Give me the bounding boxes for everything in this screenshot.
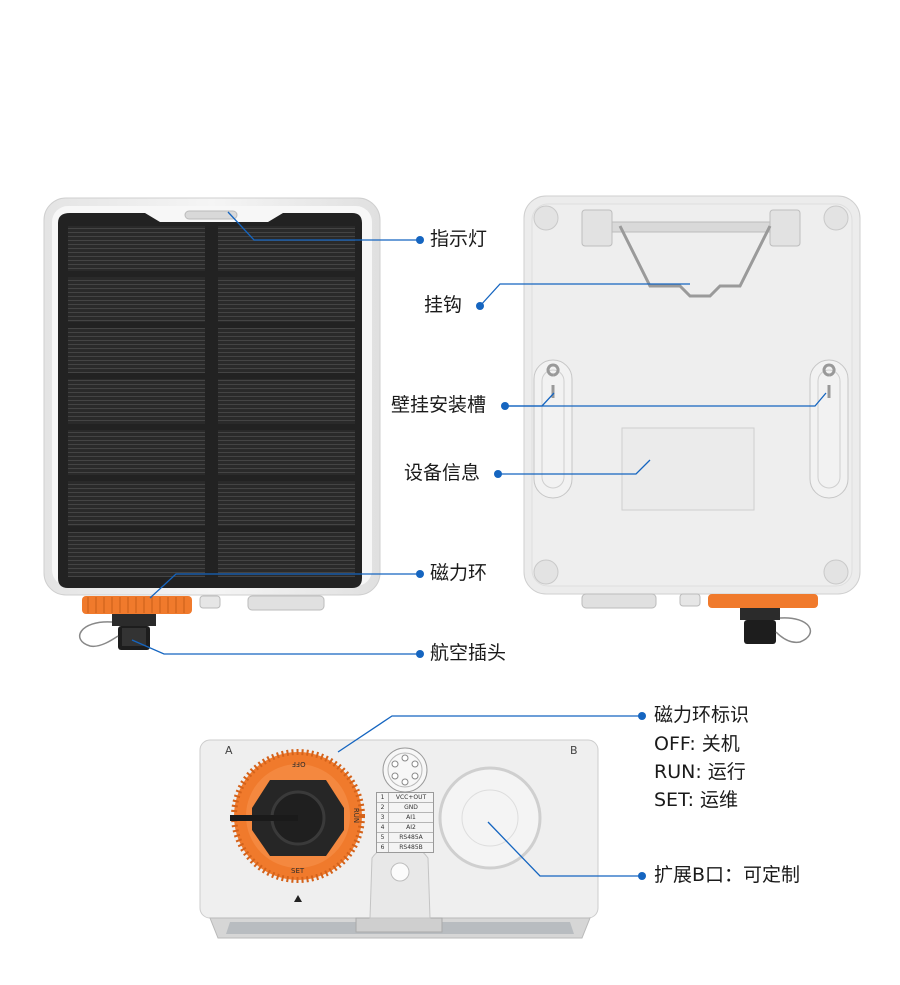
- side-b-mark: B: [570, 744, 578, 757]
- solar-cells: [68, 226, 355, 577]
- label-magnetic-ring: 磁力环: [430, 562, 488, 584]
- dial-run-mark: RUN: [352, 807, 361, 824]
- callout-dot: [638, 712, 646, 720]
- label-run-mode: RUN: 运行: [654, 761, 746, 783]
- front-view: [43, 197, 381, 650]
- side-a-mark: A: [225, 744, 233, 757]
- callout-dot: [494, 470, 502, 478]
- label-indicator: 指示灯: [430, 228, 488, 250]
- label-wall-slot: 壁挂安装槽: [391, 394, 487, 416]
- dial-set-mark: SET: [291, 867, 305, 875]
- label-device-info: 设备信息: [404, 462, 481, 484]
- label-aviation-plug: 航空插头: [430, 642, 507, 664]
- label-hook: 挂钩: [424, 294, 463, 316]
- callout-dot: [501, 402, 509, 410]
- label-set-mode: SET: 运维: [654, 789, 739, 811]
- back-view: [523, 195, 861, 644]
- leader-lines: [131, 211, 827, 877]
- label-ring-marking: 磁力环标识: [654, 704, 750, 726]
- label-off-mode: OFF: 关机: [654, 733, 740, 755]
- callout-dot: [476, 302, 484, 310]
- dial-off-mark: OFF: [292, 760, 306, 768]
- label-port-b: 扩展B口：可定制: [654, 864, 801, 886]
- callout-dot: [638, 872, 646, 880]
- callout-dot: [416, 570, 424, 578]
- callout-dot: [416, 236, 424, 244]
- callout-dot: [416, 650, 424, 658]
